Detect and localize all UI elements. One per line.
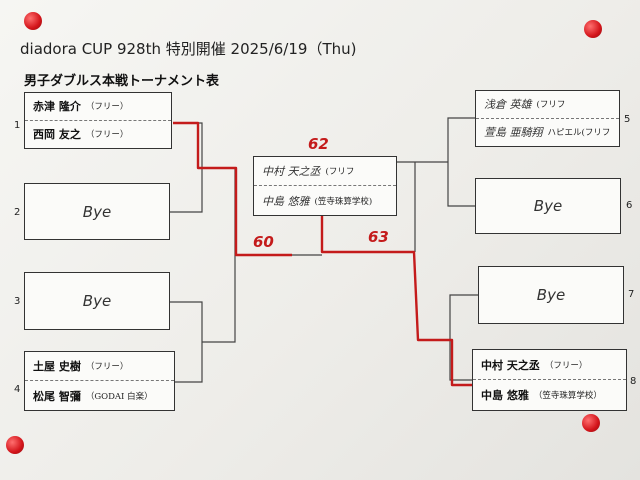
bye-label: Bye — [82, 292, 112, 310]
final-player-2: 中島 悠雅(笠寺珠算学校) — [262, 194, 373, 208]
bye-label: Bye — [533, 197, 563, 215]
score-right: 63 — [368, 228, 389, 246]
entry-4-player-2: 松尾 智彌（GODAI 白楽） — [33, 389, 153, 403]
pushpin-icon — [584, 20, 602, 38]
page-header: diadora CUP 928th 特別開催 2025/6/19（Thu) — [20, 40, 357, 58]
entry-number: 4 — [14, 384, 21, 395]
entry-1-player-2: 西岡 友之（フリー） — [33, 128, 129, 142]
pushpin-icon — [24, 12, 42, 30]
final-entry: 中村 天之丞(フリフ 中島 悠雅(笠寺珠算学校) — [253, 156, 397, 216]
entry-3: Bye — [24, 272, 170, 330]
entry-7: Bye — [478, 266, 624, 324]
entry-number: 5 — [624, 114, 631, 125]
pushpin-icon — [6, 436, 24, 454]
entry-2: Bye — [24, 183, 170, 240]
bye-label: Bye — [82, 202, 112, 221]
bye-label: Bye — [536, 286, 566, 304]
entry-8-player-2: 中島 悠雅（笠寺珠算学校） — [481, 389, 602, 402]
entry-1-player-1: 赤津 隆介（フリー） — [25, 93, 171, 121]
entry-1: 赤津 隆介（フリー） 西岡 友之（フリー） — [24, 92, 172, 149]
entry-number: 1 — [14, 120, 21, 131]
entry-8-player-1: 中村 天之丞（フリー） — [473, 350, 626, 380]
entry-number: 8 — [630, 376, 637, 387]
entry-4: 土屋 史樹（フリー） 松尾 智彌（GODAI 白楽） — [24, 351, 175, 411]
entry-number: 6 — [626, 200, 633, 211]
entry-5-player-1: 浅倉 英雄(フリフ — [476, 91, 619, 119]
entry-8: 中村 天之丞（フリー） 中島 悠雅（笠寺珠算学校） — [472, 349, 627, 411]
entry-5-player-2: 萱島 亜騎翔ハピエル(フリフ — [484, 126, 611, 140]
entry-number: 2 — [14, 207, 21, 218]
page-title: 男子ダブルス本戦トーナメント表 — [24, 74, 220, 89]
entry-number: 3 — [14, 296, 21, 307]
score-left: 60 — [253, 233, 274, 251]
entry-6: Bye — [475, 178, 621, 234]
final-player-1: 中村 天之丞(フリフ — [254, 157, 396, 186]
entry-number: 7 — [628, 289, 635, 300]
entry-4-player-1: 土屋 史樹（フリー） — [25, 352, 174, 381]
pushpin-icon — [582, 414, 600, 432]
entry-5: 浅倉 英雄(フリフ 萱島 亜騎翔ハピエル(フリフ — [475, 90, 620, 147]
score-final-top: 62 — [308, 135, 329, 153]
